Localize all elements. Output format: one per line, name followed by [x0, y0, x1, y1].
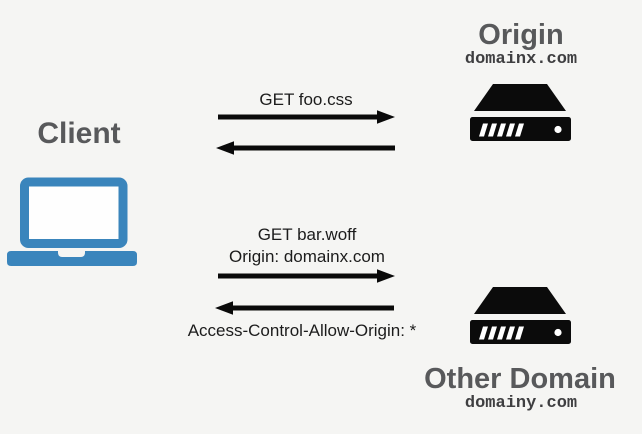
response-arrow-other-domain [215, 301, 394, 315]
client-label: Client [37, 117, 121, 150]
request-label-get-bar: GET bar.woff [257, 225, 357, 244]
other-domain-title: Other Domain [424, 363, 616, 395]
origin-server-domain: domainx.com [464, 50, 578, 69]
request-arrow-get-foo [218, 110, 395, 124]
server-icon [470, 287, 571, 344]
response-acao-header-label: Access-Control-Allow-Origin: * [187, 321, 417, 340]
request-origin-header-label: Origin: domainx.com [229, 247, 385, 266]
request-arrow-get-bar [218, 269, 395, 283]
laptop-icon [7, 177, 137, 266]
response-arrow-origin [216, 141, 395, 155]
origin-server-title: Origin [478, 19, 564, 51]
server-icon [470, 84, 571, 141]
other-domain-domain: domainy.com [464, 394, 578, 413]
request-label-get-foo: GET foo.css [259, 90, 353, 109]
